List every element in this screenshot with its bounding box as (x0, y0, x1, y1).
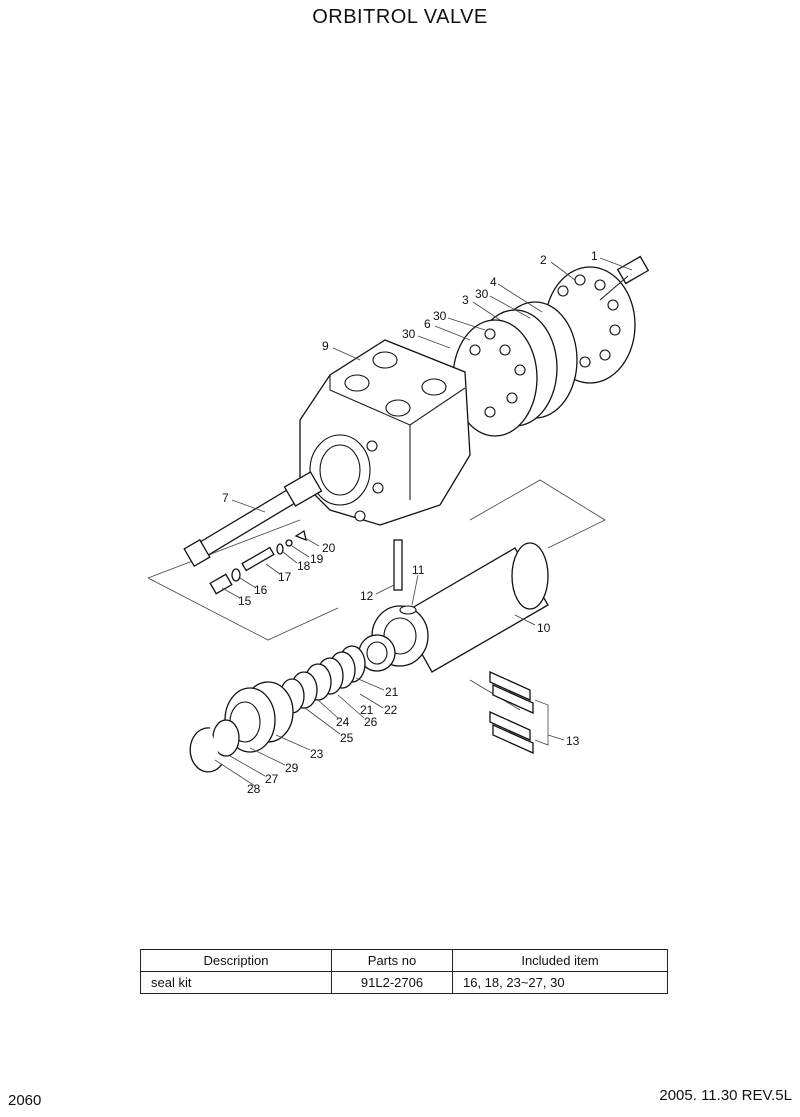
header-description: Description (140, 949, 332, 972)
callout-10: 10 (537, 621, 551, 635)
callout-26: 26 (364, 715, 378, 729)
valve-housing-part (299, 339, 471, 526)
callout-12: 12 (360, 589, 374, 603)
callout-30b: 30 (433, 309, 447, 323)
callout-30a: 30 (475, 287, 489, 301)
callout-2: 2 (540, 253, 547, 267)
callout-21b: 21 (360, 703, 374, 717)
callout-4: 4 (490, 275, 497, 289)
callout-18: 18 (297, 559, 311, 573)
callout-27: 27 (265, 772, 279, 786)
header-parts-no: Parts no (331, 949, 453, 972)
callout-22: 22 (384, 703, 398, 717)
callout-leaders (214, 257, 633, 787)
callout-15: 15 (238, 594, 252, 608)
callout-30c: 30 (402, 327, 416, 341)
sleeve-and-spool-part (358, 542, 549, 673)
diagram-title: ORBITROL VALVE (312, 6, 488, 28)
callout-9: 9 (322, 339, 329, 353)
callout-23: 23 (310, 747, 324, 761)
page-number: 2060 (8, 1092, 42, 1109)
callout-1: 1 (591, 249, 598, 263)
callout-11: 11 (412, 563, 425, 577)
end-cover-and-ring (189, 681, 294, 773)
input-shaft-part (183, 471, 323, 568)
revision-date: 2005. 11.30 REV.5L (659, 1087, 792, 1104)
header-included-item: Included item (452, 949, 668, 972)
bearing-and-washers (279, 645, 366, 714)
table-row: seal kit 91L2-2706 16, 18, 23~27, 30 (140, 971, 668, 994)
cell-included-item: 16, 18, 23~27, 30 (452, 971, 668, 994)
callout-21a: 21 (385, 685, 399, 699)
callout-6: 6 (424, 317, 431, 331)
callout-17: 17 (278, 570, 292, 584)
callout-16: 16 (254, 583, 268, 597)
callout-13: 13 (566, 734, 580, 748)
callout-25: 25 (340, 731, 354, 745)
centering-springs-part (489, 670, 549, 755)
cell-parts-no: 91L2-2706 (331, 971, 453, 994)
cell-description: seal kit (140, 971, 332, 994)
table-header-row: Description Parts no Included item (140, 949, 668, 972)
callout-7: 7 (222, 491, 229, 505)
pin-part (393, 539, 403, 591)
callout-numbers: 1 2 3 4 30 30 30 6 9 7 20 19 18 17 16 15… (222, 249, 598, 796)
gear-set-plates (452, 301, 578, 437)
callout-3: 3 (462, 293, 469, 307)
callout-24: 24 (336, 715, 350, 729)
callout-19: 19 (310, 552, 324, 566)
callout-29: 29 (285, 761, 299, 775)
callout-28: 28 (247, 782, 261, 796)
seal-kit-table: Description Parts no Included item seal … (140, 949, 668, 994)
callout-20: 20 (322, 541, 336, 555)
check-valve-parts (209, 529, 307, 595)
